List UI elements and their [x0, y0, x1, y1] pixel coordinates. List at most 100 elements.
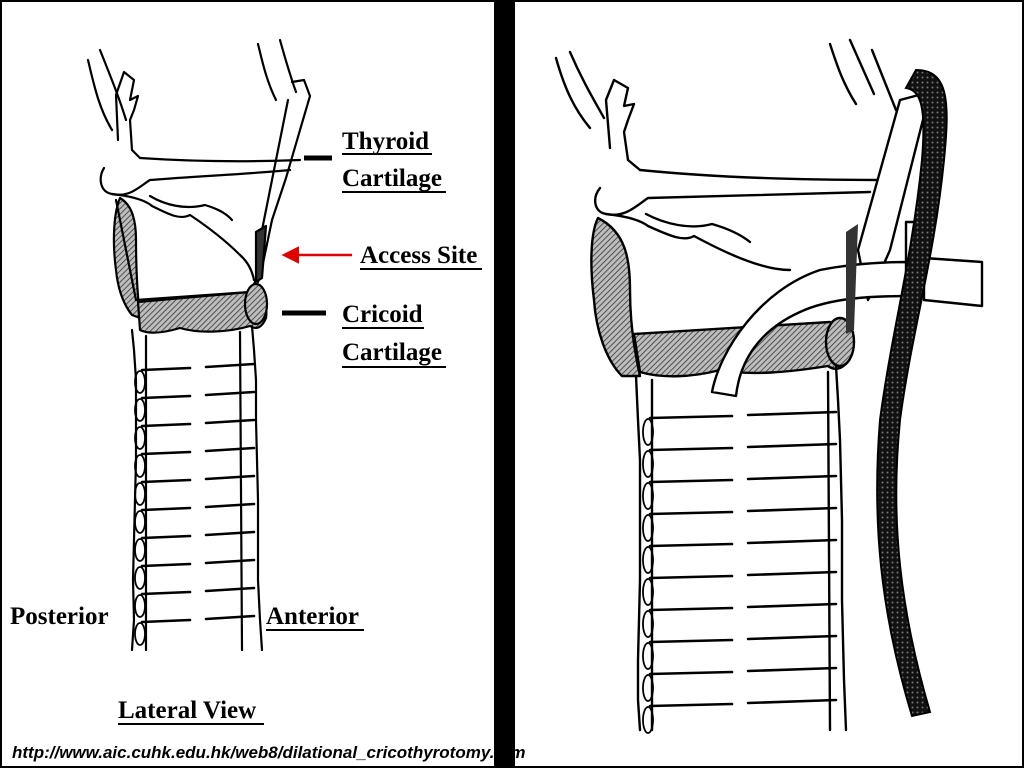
- right-epiglottis: [604, 78, 642, 172]
- tracheal-ring-segment: [140, 618, 192, 624]
- left-thyroid-inner: [148, 194, 234, 222]
- tracheal-ring-cartilage: [134, 622, 146, 646]
- tracheal-ring-segment: [140, 506, 192, 512]
- left-panel-frame: [0, 0, 496, 768]
- tracheal-ring-segment: [140, 394, 192, 400]
- tracheal-ring-segment: [746, 698, 838, 705]
- tracheal-ring-segment: [140, 450, 192, 456]
- thyroid-label-line1: Thyroid: [342, 128, 429, 155]
- right-upper-soft-tissue: [554, 50, 606, 130]
- tracheal-ring-cartilage: [642, 610, 654, 638]
- tracheal-ring-segment: [204, 474, 256, 481]
- left-epiglottis: [114, 70, 142, 160]
- tracheal-ring-segment: [746, 570, 838, 577]
- tracheal-ring-segment: [746, 474, 838, 481]
- source-url[interactable]: http://www.aic.cuhk.edu.hk/web8/dilation…: [12, 743, 526, 762]
- tracheal-ring-segment: [648, 414, 734, 420]
- left-cricoid-ring-front: [243, 282, 269, 326]
- tracheal-ring-segment: [746, 602, 838, 609]
- cannula-hub: [922, 256, 984, 308]
- right-anterior-shade: [846, 224, 858, 334]
- posterior-label: Posterior: [10, 603, 109, 630]
- tracheal-ring-cartilage: [134, 510, 146, 534]
- tracheal-ring-cartilage: [134, 398, 146, 422]
- left-access-membrane: [254, 224, 268, 284]
- tracheal-ring-segment: [746, 538, 838, 545]
- tracheal-ring-cartilage: [134, 426, 146, 450]
- tracheal-ring-segment: [204, 558, 256, 565]
- tracheal-ring-cartilage: [642, 450, 654, 478]
- tracheal-ring-segment: [204, 390, 256, 397]
- tracheal-ring-segment: [204, 530, 256, 537]
- tracheal-ring-cartilage: [642, 418, 654, 446]
- right-trachea-inner-ant: [826, 370, 832, 732]
- left-anterior-strap-inner: [258, 98, 290, 242]
- left-hyoid-bone: [99, 156, 302, 196]
- tracheal-ring-segment: [746, 634, 838, 641]
- tracheal-ring-segment: [648, 446, 734, 452]
- right-thyroid-inner: [644, 212, 752, 244]
- access-site-label: Access Site: [360, 242, 477, 269]
- left-trachea-inner-ant: [238, 330, 244, 652]
- tracheal-ring-segment: [204, 614, 256, 621]
- tracheal-ring-segment: [204, 418, 256, 425]
- tracheal-ring-segment: [648, 574, 734, 580]
- tracheal-ring-segment: [140, 366, 192, 372]
- tracheal-ring-cartilage: [642, 706, 654, 734]
- tracheal-ring-segment: [648, 478, 734, 484]
- tracheal-ring-cartilage: [134, 594, 146, 618]
- left-trachea-anterior-wall: [250, 324, 264, 652]
- lateral-view-title: Lateral View: [118, 697, 256, 724]
- right-tracheal-rings: [642, 410, 838, 734]
- tracheal-ring-segment: [746, 666, 838, 673]
- thyroid-label-line2: Cartilage: [342, 165, 442, 192]
- right-anterior-tissue: [828, 38, 898, 112]
- tracheal-ring-segment: [204, 362, 256, 369]
- tracheal-ring-cartilage: [642, 482, 654, 510]
- tracheal-ring-segment: [204, 502, 256, 509]
- tracheal-ring-cartilage: [134, 566, 146, 590]
- right-panel-frame: [513, 0, 1024, 768]
- tracheal-ring-segment: [746, 442, 838, 449]
- left-larynx-drawing: [86, 38, 312, 652]
- cricoid-label-line2: Cartilage: [342, 339, 442, 366]
- tracheal-ring-cartilage: [134, 538, 146, 562]
- left-thyroid-upper: [110, 192, 256, 282]
- left-anterior-strap: [256, 78, 312, 284]
- tracheal-ring-cartilage: [642, 642, 654, 670]
- left-leader-lines: [282, 155, 332, 316]
- tracheal-ring-segment: [648, 510, 734, 516]
- tracheal-ring-segment: [140, 562, 192, 568]
- tracheal-ring-cartilage: [642, 546, 654, 574]
- tracheal-ring-segment: [204, 446, 256, 453]
- tracheal-ring-segment: [648, 702, 734, 708]
- tracheal-ring-cartilage: [134, 482, 146, 506]
- panel-divider: [496, 0, 514, 768]
- right-thyroid-body: [590, 216, 642, 378]
- tracheal-ring-cartilage: [642, 674, 654, 702]
- tracheal-ring-segment: [140, 422, 192, 428]
- dark-guide-tube: [876, 68, 948, 718]
- tracheal-ring-cartilage: [642, 514, 654, 542]
- tracheal-ring-cartilage: [134, 454, 146, 478]
- right-trachea-anterior-wall: [834, 364, 848, 732]
- left-trachea-posterior-wall: [130, 328, 138, 652]
- tracheal-ring-segment: [746, 506, 838, 513]
- tracheal-ring-cartilage: [642, 578, 654, 606]
- tracheal-ring-segment: [204, 586, 256, 593]
- tracheal-ring-segment: [746, 410, 838, 417]
- left-upper-soft-tissue: [86, 48, 128, 132]
- tracheal-ring-segment: [140, 534, 192, 540]
- right-thyroid-upper: [604, 212, 792, 272]
- right-trachea-posterior-wall: [634, 374, 642, 732]
- tracheal-ring-segment: [648, 606, 734, 612]
- left-anterior-tissue: [256, 38, 298, 102]
- cricoid-label-line1: Cricoid: [342, 301, 423, 328]
- tracheal-ring-cartilage: [134, 370, 146, 394]
- tracheal-ring-segment: [140, 478, 192, 484]
- left-tracheal-rings: [134, 362, 256, 646]
- tracheal-ring-segment: [648, 670, 734, 676]
- anterior-label: Anterior: [266, 603, 359, 630]
- tracheal-ring-segment: [648, 542, 734, 548]
